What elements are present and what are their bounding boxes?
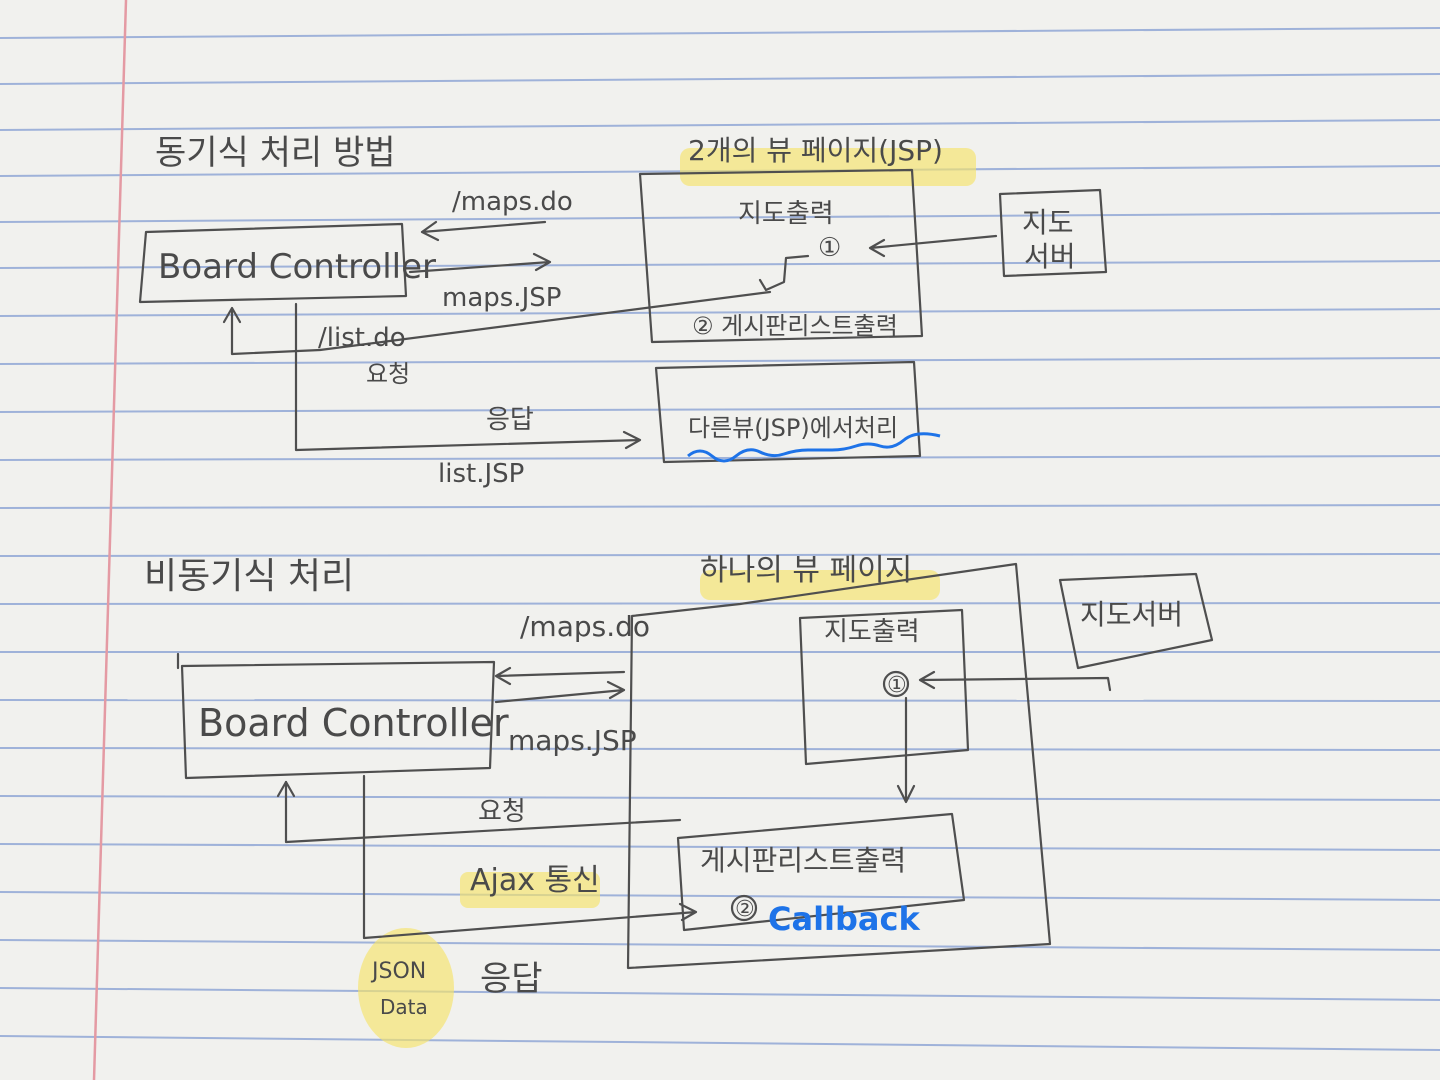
async-map-server: 지도서버 [1080, 598, 1183, 631]
async-map-server-box [1058, 572, 1214, 670]
highlight-ajax [460, 872, 600, 908]
highlight-async-view-title [700, 570, 940, 600]
async-map-output: 지도출력 [824, 617, 920, 647]
async-controller-box [176, 652, 496, 780]
margin-line [92, 0, 128, 1080]
sync-req-maps-arrow [420, 220, 547, 242]
async-resp-label: 응답 [480, 959, 543, 999]
sync-resp-label: 응답 [486, 405, 534, 435]
sync-resp-list-path [294, 302, 642, 452]
sync-resp-list-label: list.JSP [438, 459, 524, 489]
sync-title: 동기식 처리 방법 [155, 133, 396, 173]
async-step2: ② [735, 897, 755, 922]
sync-map-server-box [998, 188, 1108, 278]
sync-resp-maps-label: maps.JSP [442, 283, 561, 313]
sync-controller-box [138, 222, 408, 304]
sync-other-view-box [654, 360, 922, 464]
async-callback: Callback [768, 900, 920, 938]
ruled-lines [0, 27, 1440, 1051]
async-board-list: 게시판리스트출력 [700, 844, 906, 877]
async-req-maps-arrow [494, 666, 626, 686]
sync-controller-up-arrow [222, 306, 242, 324]
sync-controller-label: Board Controller [158, 247, 436, 287]
async-req-path [284, 780, 682, 844]
async-board-list-box [676, 812, 966, 932]
sync-other-view-underline [687, 432, 941, 463]
async-resp-path [362, 774, 698, 940]
async-controller-label: Board Controller [198, 701, 509, 745]
highlight-sync-view-title [680, 148, 976, 186]
sync-step1-link [758, 254, 810, 292]
async-step1-down-arrow [896, 696, 916, 804]
sync-view-group-title: 2개의 뷰 페이지(JSP) [688, 134, 943, 167]
async-map-output-box [798, 608, 970, 766]
async-view-page-box [626, 562, 1052, 970]
async-json-line2: Data [380, 995, 428, 1019]
sync-map-server-arrow [868, 234, 998, 258]
sync-other-view-label: 다른뷰(JSP)에서처리 [688, 414, 898, 442]
async-resp-maps-arrow [494, 680, 626, 704]
async-resp-maps-label: maps.JSP [508, 724, 637, 757]
sync-req-list-label: /list.do [318, 323, 406, 353]
sync-map-server-line2: 서버 [1024, 240, 1076, 273]
async-step2-circle [730, 894, 758, 922]
async-ajax-label: Ajax 통신 [470, 863, 600, 898]
sync-map-output: 지도출력 [738, 199, 834, 229]
async-map-server-arrow [918, 670, 1112, 692]
async-req-label: 요청 [478, 797, 526, 827]
sync-view-page-box [638, 168, 924, 344]
async-title: 비동기식 처리 [144, 556, 354, 597]
sync-req-label: 요청 [366, 360, 410, 388]
highlight-json [358, 928, 454, 1048]
async-step1: ① [887, 673, 907, 698]
async-step1-circle [882, 670, 910, 698]
sync-req-maps-label: /maps.do [452, 187, 573, 217]
async-json-line1: JSON [370, 959, 426, 984]
async-view-group-title: 하나의 뷰 페이지 [700, 553, 912, 588]
sync-req-list-line [230, 290, 772, 356]
async-controller-up-arrow [276, 780, 296, 798]
sync-step2-text: ② 게시판리스트출력 [692, 312, 898, 340]
sync-map-server-line1: 지도 [1022, 206, 1074, 239]
sync-step1: ① [818, 233, 841, 263]
sync-resp-maps-arrow [408, 252, 552, 274]
async-req-maps-label: /maps.do [520, 610, 650, 643]
